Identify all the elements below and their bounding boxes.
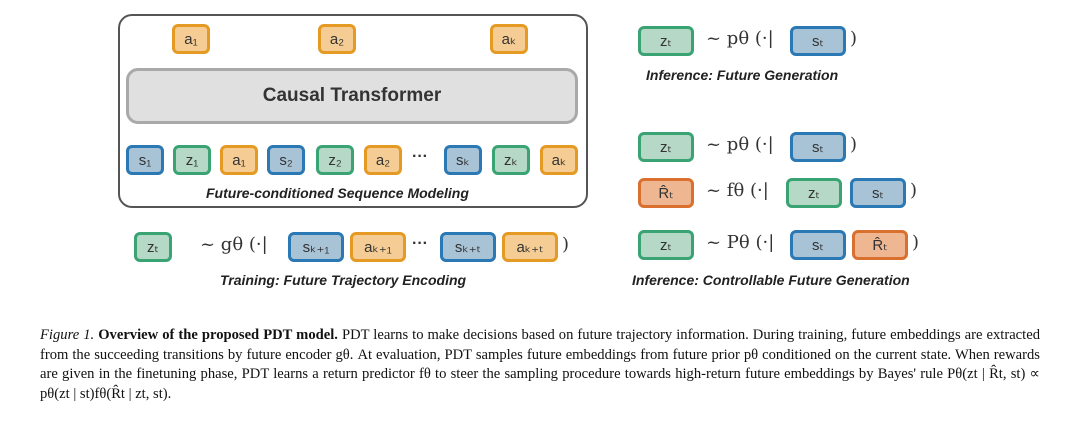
inference-gen-caption: Inference: Future Generation (646, 67, 839, 83)
inference-ctrl-caption: Inference: Controllable Future Generatio… (632, 272, 910, 288)
ellipsis-train: ··· (412, 235, 428, 252)
token-z1: z₁ (173, 145, 211, 175)
token-s2: s₂ (267, 145, 305, 175)
figure-label: Figure 1. (40, 327, 95, 343)
encoder-g-expr: ~ gθ (·| (200, 234, 268, 255)
token-zk: zₖ (492, 145, 530, 175)
token-zt-ctrl3: zₜ (638, 230, 694, 260)
token-st-ctrl2: sₜ (850, 178, 906, 208)
ellipsis: ··· (412, 148, 428, 165)
token-zt-ctrl2: zₜ (786, 178, 842, 208)
token-rt-ctrl2: R̂ₜ (638, 178, 694, 208)
token-zt-ctrl1: zₜ (638, 132, 694, 162)
prior-p-expr-2: ~ pθ (·| (706, 134, 774, 155)
close-paren-train: ) (562, 234, 570, 255)
token-skt: sₖ₊ₜ (440, 232, 496, 262)
figure-title: Overview of the proposed PDT model. (98, 327, 338, 343)
close-paren-ctrl3: ) (912, 232, 920, 253)
token-ak: aₖ (540, 145, 578, 175)
token-sk: sₖ (444, 145, 482, 175)
token-s1: s₁ (126, 145, 164, 175)
token-zt-inf1: zₜ (638, 26, 694, 56)
token-a2: a₂ (364, 145, 402, 175)
token-st-inf1: sₜ (790, 26, 846, 56)
token-sk1: sₖ₊₁ (288, 232, 344, 262)
causal-transformer-block: Causal Transformer (126, 68, 578, 124)
prior-p-expr-1: ~ pθ (·| (706, 28, 774, 49)
close-paren-ctrl2: ) (910, 180, 918, 201)
close-paren-ctrl1: ) (850, 134, 858, 155)
posterior-P-expr: ~ Pθ (·| (706, 232, 775, 253)
token-rt-ctrl3: R̂ₜ (852, 230, 908, 260)
close-paren-inf1: ) (850, 28, 858, 49)
token-ak-top: aₖ (490, 24, 528, 54)
token-a1-top: a₁ (172, 24, 210, 54)
figure-body: PDT learns to make decisions based on fu… (40, 327, 1040, 402)
token-zt-train: zₜ (134, 232, 172, 262)
training-caption: Training: Future Trajectory Encoding (220, 272, 467, 288)
token-a1: a₁ (220, 145, 258, 175)
figure-caption: Figure 1. Overview of the proposed PDT m… (40, 326, 1040, 404)
token-akt: aₖ₊ₜ (502, 232, 558, 262)
token-st-ctrl3: sₜ (790, 230, 846, 260)
seq-modeling-caption: Future-conditioned Sequence Modeling (206, 185, 469, 201)
token-ak1: aₖ₊₁ (350, 232, 406, 262)
token-z2: z₂ (316, 145, 354, 175)
return-f-expr: ~ fθ (·| (706, 180, 769, 201)
token-a2-top: a₂ (318, 24, 356, 54)
token-st-ctrl1: sₜ (790, 132, 846, 162)
